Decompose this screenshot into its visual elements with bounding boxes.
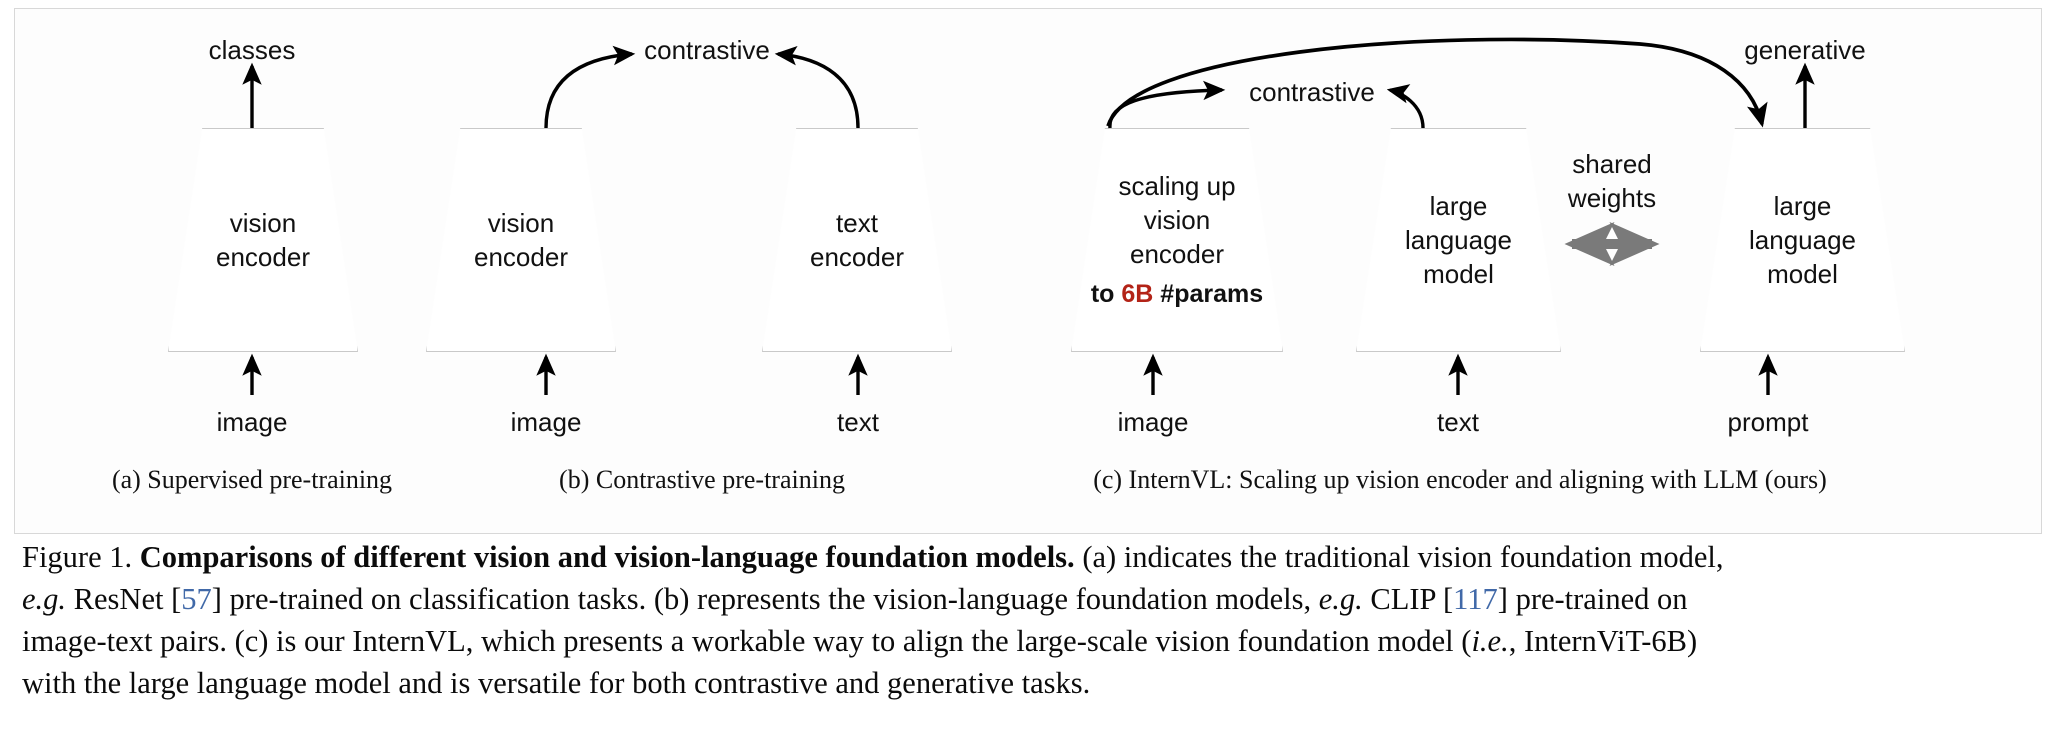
label-image-c: image	[1117, 407, 1189, 437]
block-vision-encoder-a[interactable]: vision encoder	[168, 128, 358, 352]
label-prompt-c: prompt	[1727, 407, 1809, 437]
block-vision-encoder-b[interactable]: vision encoder	[426, 128, 616, 352]
label-shared-weights: shared weights	[1568, 148, 1656, 216]
label-classes: classes	[208, 35, 296, 65]
caption-emphasis: i.e.	[1471, 624, 1509, 659]
caption-text: with the large language model and is ver…	[22, 666, 1091, 701]
arrow-text-encoder-b-to-contrastive	[774, 46, 860, 129]
trapezoid-shape	[168, 128, 358, 352]
caption-text: CLIP [	[1362, 582, 1454, 617]
label-text-b: text	[837, 407, 879, 437]
arrow-vision-encoder-c-to-contrastive	[1108, 80, 1226, 129]
caption-emphasis: e.g.	[1318, 582, 1363, 617]
shared-weights-line-2: weights	[1567, 182, 1657, 213]
subcaption-b: (b) Contrastive pre-training	[559, 465, 845, 494]
label-contrastive-c: contrastive	[1249, 77, 1375, 107]
trapezoid-shape	[1071, 128, 1283, 352]
label-image-a: image	[216, 407, 288, 437]
figure-diagram: classes vision encoder image contrastive…	[0, 0, 2056, 534]
caption-line: Figure 1. Comparisons of different visio…	[22, 536, 2034, 578]
caption-emphasis: e.g.	[22, 582, 67, 617]
block-large-language-model-left[interactable]: large language model	[1356, 128, 1561, 352]
caption-text: ] pre-trained on classification tasks. (…	[211, 582, 1319, 617]
label-contrastive-b: contrastive	[644, 35, 770, 65]
arrow-vision-encoder-to-llm-right	[1106, 37, 1768, 128]
caption-text: (a) indicates the traditional vision fou…	[1074, 540, 1724, 574]
caption-text: Figure 1.	[22, 540, 140, 574]
trapezoid-shape	[1356, 128, 1561, 352]
arrow-llm-left-to-contrastive	[1386, 84, 1425, 129]
subcaption-c: (c) InternVL: Scaling up vision encoder …	[1093, 465, 1827, 494]
arrow-vision-encoder-b-to-contrastive	[544, 45, 636, 129]
figure-caption: Figure 1. Comparisons of different visio…	[22, 536, 2034, 704]
caption-text: ] pre-trained on	[1497, 582, 1688, 617]
caption-bold-title: Comparisons of different vision and visi…	[139, 540, 1075, 574]
trapezoid-shape	[426, 128, 616, 352]
trapezoid-shape	[762, 128, 952, 352]
caption-text: image-text pairs. (c) is our InternVL, w…	[22, 624, 1472, 659]
citation-link[interactable]: 117	[1453, 582, 1498, 617]
caption-line: e.g. ResNet [57] pre-trained on classifi…	[22, 578, 2034, 620]
caption-text: , InternViT-6B)	[1508, 624, 1698, 659]
subcaption-a: (a) Supervised pre-training	[111, 465, 393, 494]
shared-weights-line-1: shared	[1572, 149, 1652, 179]
trapezoid-shape	[1700, 128, 1905, 352]
block-text-encoder-b[interactable]: text encoder	[762, 128, 952, 352]
caption-line: with the large language model and is ver…	[22, 662, 2034, 704]
label-generative-c: generative	[1744, 35, 1866, 65]
block-large-language-model-right[interactable]: large language model	[1700, 128, 1905, 352]
label-image-b: image	[510, 407, 582, 437]
caption-line: image-text pairs. (c) is our InternVL, w…	[22, 620, 2034, 662]
label-text-c: text	[1437, 407, 1479, 437]
caption-text: ResNet [	[66, 582, 182, 617]
block-scaling-up-vision-encoder[interactable]: scaling up vision encoder to 6B #params	[1071, 128, 1283, 352]
citation-link[interactable]: 57	[181, 582, 212, 617]
